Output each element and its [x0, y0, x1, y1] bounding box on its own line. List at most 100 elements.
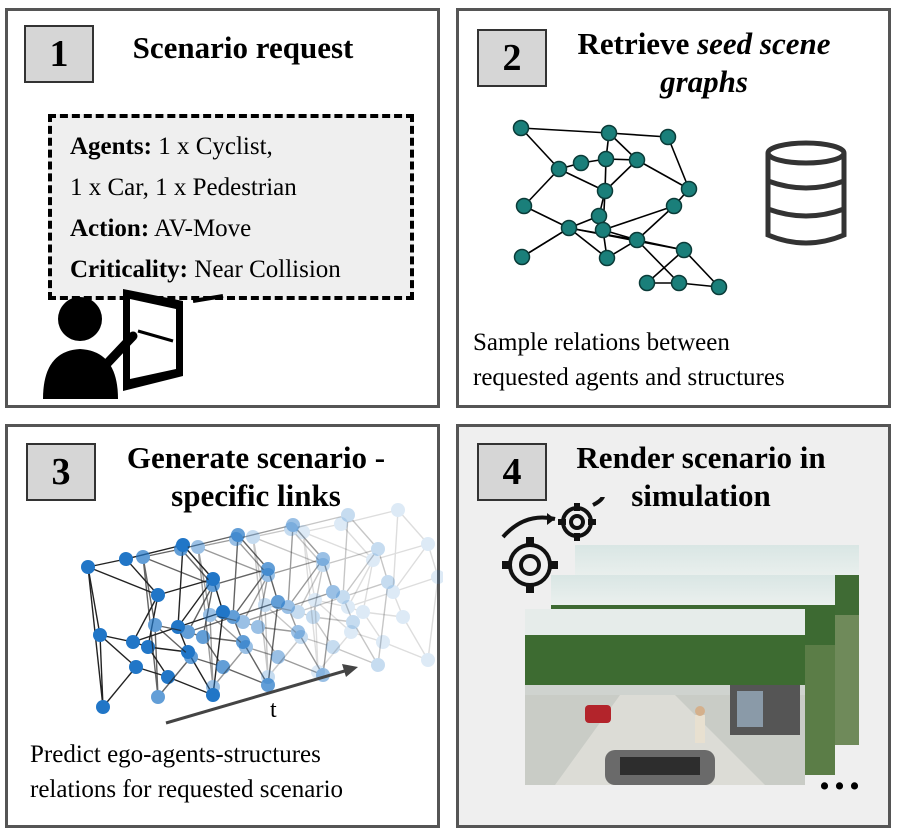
graph-node [680, 180, 698, 198]
temporal-edge [340, 523, 374, 561]
more-renders-ellipsis: ... [819, 750, 864, 799]
graph-edge [636, 159, 690, 190]
panel4-title-line1: Render scenario in [576, 440, 826, 475]
graph-edge [520, 127, 560, 170]
panel2-title: Retrieve seed scene graphs [559, 25, 849, 101]
temporal-node [206, 688, 220, 702]
time-axis-arrow [165, 668, 349, 725]
temporal-node [296, 525, 310, 539]
temporal-node [391, 503, 405, 517]
criticality-line: Criticality: Near Collision [70, 249, 410, 290]
graph-node [659, 128, 677, 146]
temporal-node [196, 630, 210, 644]
temporal-edge [397, 509, 429, 545]
panel4-title-line2: simulation [631, 478, 771, 513]
temporal-edge [187, 584, 214, 633]
temporal-node [151, 690, 165, 704]
temporal-edge [377, 581, 389, 666]
temporal-edge [302, 523, 342, 533]
temporal-edge [197, 546, 211, 616]
temporal-node [271, 650, 285, 664]
temporal-edge [372, 543, 429, 561]
temporal-edge [202, 584, 214, 638]
temporal-node [136, 550, 150, 564]
temporal-node [291, 605, 305, 619]
temporal-node [93, 628, 107, 642]
temporal-node [258, 598, 272, 612]
panel2-title-plain: Retrieve [577, 26, 690, 61]
agents-line1: Agents: 1 x Cyclist, [70, 126, 410, 167]
temporal-edge [362, 611, 384, 643]
temporal-edge [287, 591, 334, 608]
agents-line2: 1 x Car, 1 x Pedestrian [70, 174, 297, 201]
panel2-title-italic-1: seed scene [697, 26, 831, 61]
temporal-node [251, 620, 265, 634]
temporal-node [126, 635, 140, 649]
panel3-caption-line1: Predict ego-agents-structures [30, 741, 321, 768]
temporal-edge [340, 509, 399, 525]
temporal-node [421, 653, 435, 667]
simulation-render-stack [525, 545, 859, 785]
temporal-node [341, 508, 355, 522]
graph-edge [521, 227, 570, 258]
temporal-edge [242, 606, 289, 623]
temporal-node [151, 588, 165, 602]
temporal-node [261, 568, 275, 582]
temporal-edge [312, 616, 354, 623]
graph-edge [523, 168, 560, 207]
temporal-edge [287, 558, 324, 608]
temporal-edge [264, 604, 269, 678]
temporal-edge [342, 548, 379, 598]
gears-icon [501, 497, 605, 593]
temporal-node [366, 553, 380, 567]
temporal-node [261, 678, 275, 692]
temporal-edge [292, 524, 324, 560]
panel2-title-italic-2: graphs [660, 64, 748, 99]
temporal-edge [300, 636, 334, 648]
temporal-node [129, 660, 143, 674]
temporal-node [229, 532, 243, 546]
temporal-edge [235, 538, 269, 576]
action-value: AV-Move [154, 215, 252, 242]
temporal-node [316, 558, 330, 572]
temporal-edge [392, 509, 399, 593]
temporal-edge [317, 631, 352, 673]
temporal-edge [302, 531, 316, 601]
temporal-edge [342, 514, 349, 598]
step-number-3: 3 [26, 443, 96, 501]
temporal-node [431, 570, 443, 584]
panel3-title: Generate scenario - specific links [106, 439, 406, 515]
action-line: Action: AV-Move [70, 208, 410, 249]
temporal-edge [182, 544, 214, 580]
graph-node [675, 241, 693, 259]
panel3-caption: Predict ego-agents-structures relations … [30, 737, 343, 807]
temporal-edge [362, 559, 374, 613]
temporal-edge [264, 604, 302, 638]
temporal-edge [257, 626, 299, 633]
temporal-node [203, 608, 217, 622]
panel3-title-line2: specific links [171, 478, 341, 513]
temporal-node [226, 610, 240, 624]
panel2-caption-line2: requested agents and structures [473, 364, 785, 391]
temporal-node [371, 542, 385, 556]
temporal-edge [157, 656, 192, 698]
temporal-node [148, 618, 162, 632]
temporal-node [236, 635, 250, 649]
graph-node [513, 248, 531, 266]
temporal-edge [302, 531, 374, 561]
temporal-edge [252, 536, 324, 566]
graph-node [550, 160, 568, 178]
temporal-edge [287, 606, 299, 633]
temporal-edge [427, 576, 439, 661]
temporal-node [341, 600, 355, 614]
graph-edge [667, 136, 690, 190]
temporal-edge [180, 548, 214, 586]
temporal-edge [427, 543, 439, 578]
temporal-node [381, 575, 395, 589]
temporal-edge [209, 614, 214, 688]
graph-node [600, 124, 618, 142]
temporal-edge [142, 556, 156, 626]
temporal-edge [154, 624, 159, 698]
temporal-edge [232, 601, 279, 618]
graph-node [512, 119, 530, 137]
